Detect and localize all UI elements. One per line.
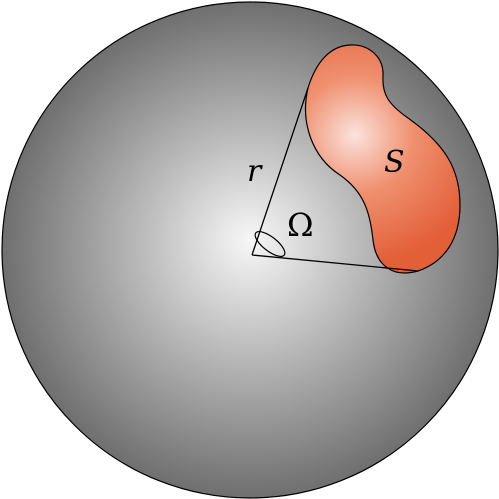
cone-edge-upper	[251, 87, 309, 256]
surface-label: S	[384, 145, 405, 180]
surface-patch	[304, 44, 461, 274]
cone-edge-lower	[251, 254, 419, 272]
radius-label: r	[247, 154, 263, 189]
solid-angle-arc	[254, 231, 286, 257]
solid-angle-label: Ω	[287, 206, 314, 244]
